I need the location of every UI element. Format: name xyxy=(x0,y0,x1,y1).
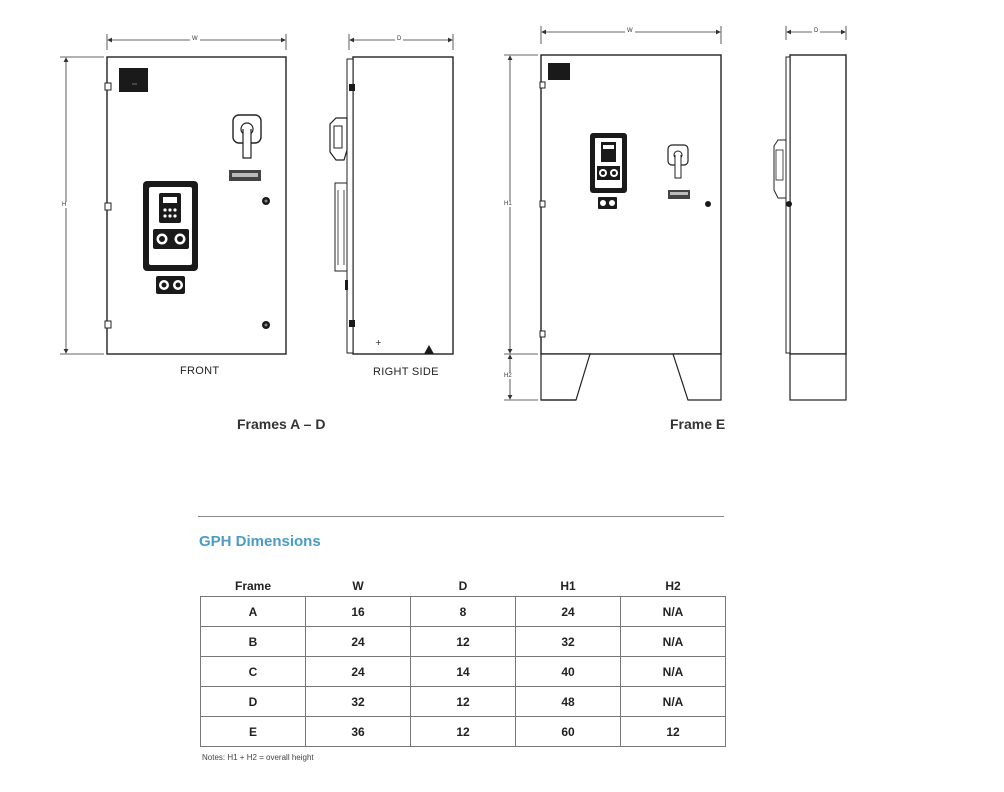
table-cell: 12 xyxy=(410,686,516,717)
header-frame: Frame xyxy=(234,579,272,593)
table-cell: 16 xyxy=(305,596,411,627)
frame-e-width-label: W xyxy=(625,28,635,34)
header-w: W xyxy=(352,579,364,593)
table-cell: 32 xyxy=(515,626,621,657)
table-cell: N/A xyxy=(620,626,726,657)
table-notes: Notes: H1 + H2 = overall height xyxy=(202,753,314,762)
table-cell: 60 xyxy=(515,716,621,747)
table-cell: N/A xyxy=(620,596,726,627)
table-row: B 24 12 32 N/A xyxy=(200,626,726,657)
table-cell: 12 xyxy=(620,716,726,747)
side-view-ad: + xyxy=(329,34,454,355)
table-row: C 24 14 40 N/A xyxy=(200,656,726,687)
header-h2: H2 xyxy=(665,579,681,593)
header-d: D xyxy=(458,579,468,593)
dimensions-table: Frame W D H1 H2 A 16 8 24 N/A B 24 12 32… xyxy=(200,576,726,747)
table-cell: E xyxy=(200,716,306,747)
frame-e-h1-label: H1 xyxy=(502,201,514,207)
table-cell: N/A xyxy=(620,656,726,687)
frames-ad-caption: Frames A – D xyxy=(237,416,326,432)
table-title: GPH Dimensions xyxy=(199,533,321,550)
table-row: E 36 12 60 12 xyxy=(200,716,726,747)
front-height-label: H xyxy=(60,202,69,208)
table-cell: 8 xyxy=(410,596,516,627)
table-cell: 24 xyxy=(515,596,621,627)
table-cell: 36 xyxy=(305,716,411,747)
front-view-ad xyxy=(60,34,287,355)
side-view-label: RIGHT SIDE xyxy=(373,366,439,378)
front-width-label: W xyxy=(190,36,200,42)
table-cell: 48 xyxy=(515,686,621,717)
table-cell: 24 xyxy=(305,656,411,687)
section-divider xyxy=(198,516,724,517)
table-cell: 14 xyxy=(410,656,516,687)
table-cell: B xyxy=(200,626,306,657)
frame-e-h2-label: H2 xyxy=(502,373,514,379)
frame-e-depth-label: D xyxy=(812,28,821,34)
table-header-row: Frame W D H1 H2 xyxy=(201,576,726,597)
front-view-label: FRONT xyxy=(180,365,220,377)
front-view-e xyxy=(504,26,722,401)
table-cell: D xyxy=(200,686,306,717)
table-cell: A xyxy=(200,596,306,627)
side-depth-label: D xyxy=(395,36,404,42)
table-cell: 32 xyxy=(305,686,411,717)
svg-text:+: + xyxy=(375,338,382,347)
side-view-e xyxy=(773,26,847,401)
table-cell: 40 xyxy=(515,656,621,687)
table-cell: C xyxy=(200,656,306,687)
table-row: D 32 12 48 N/A xyxy=(200,686,726,717)
table-cell: 12 xyxy=(410,716,516,747)
table-cell: 12 xyxy=(410,626,516,657)
table-cell: 24 xyxy=(305,626,411,657)
header-h1: H1 xyxy=(560,579,576,593)
frame-e-caption: Frame E xyxy=(670,416,726,432)
table-cell: N/A xyxy=(620,686,726,717)
table-row: A 16 8 24 N/A xyxy=(200,596,726,627)
enclosure-drawings: + xyxy=(60,26,847,401)
